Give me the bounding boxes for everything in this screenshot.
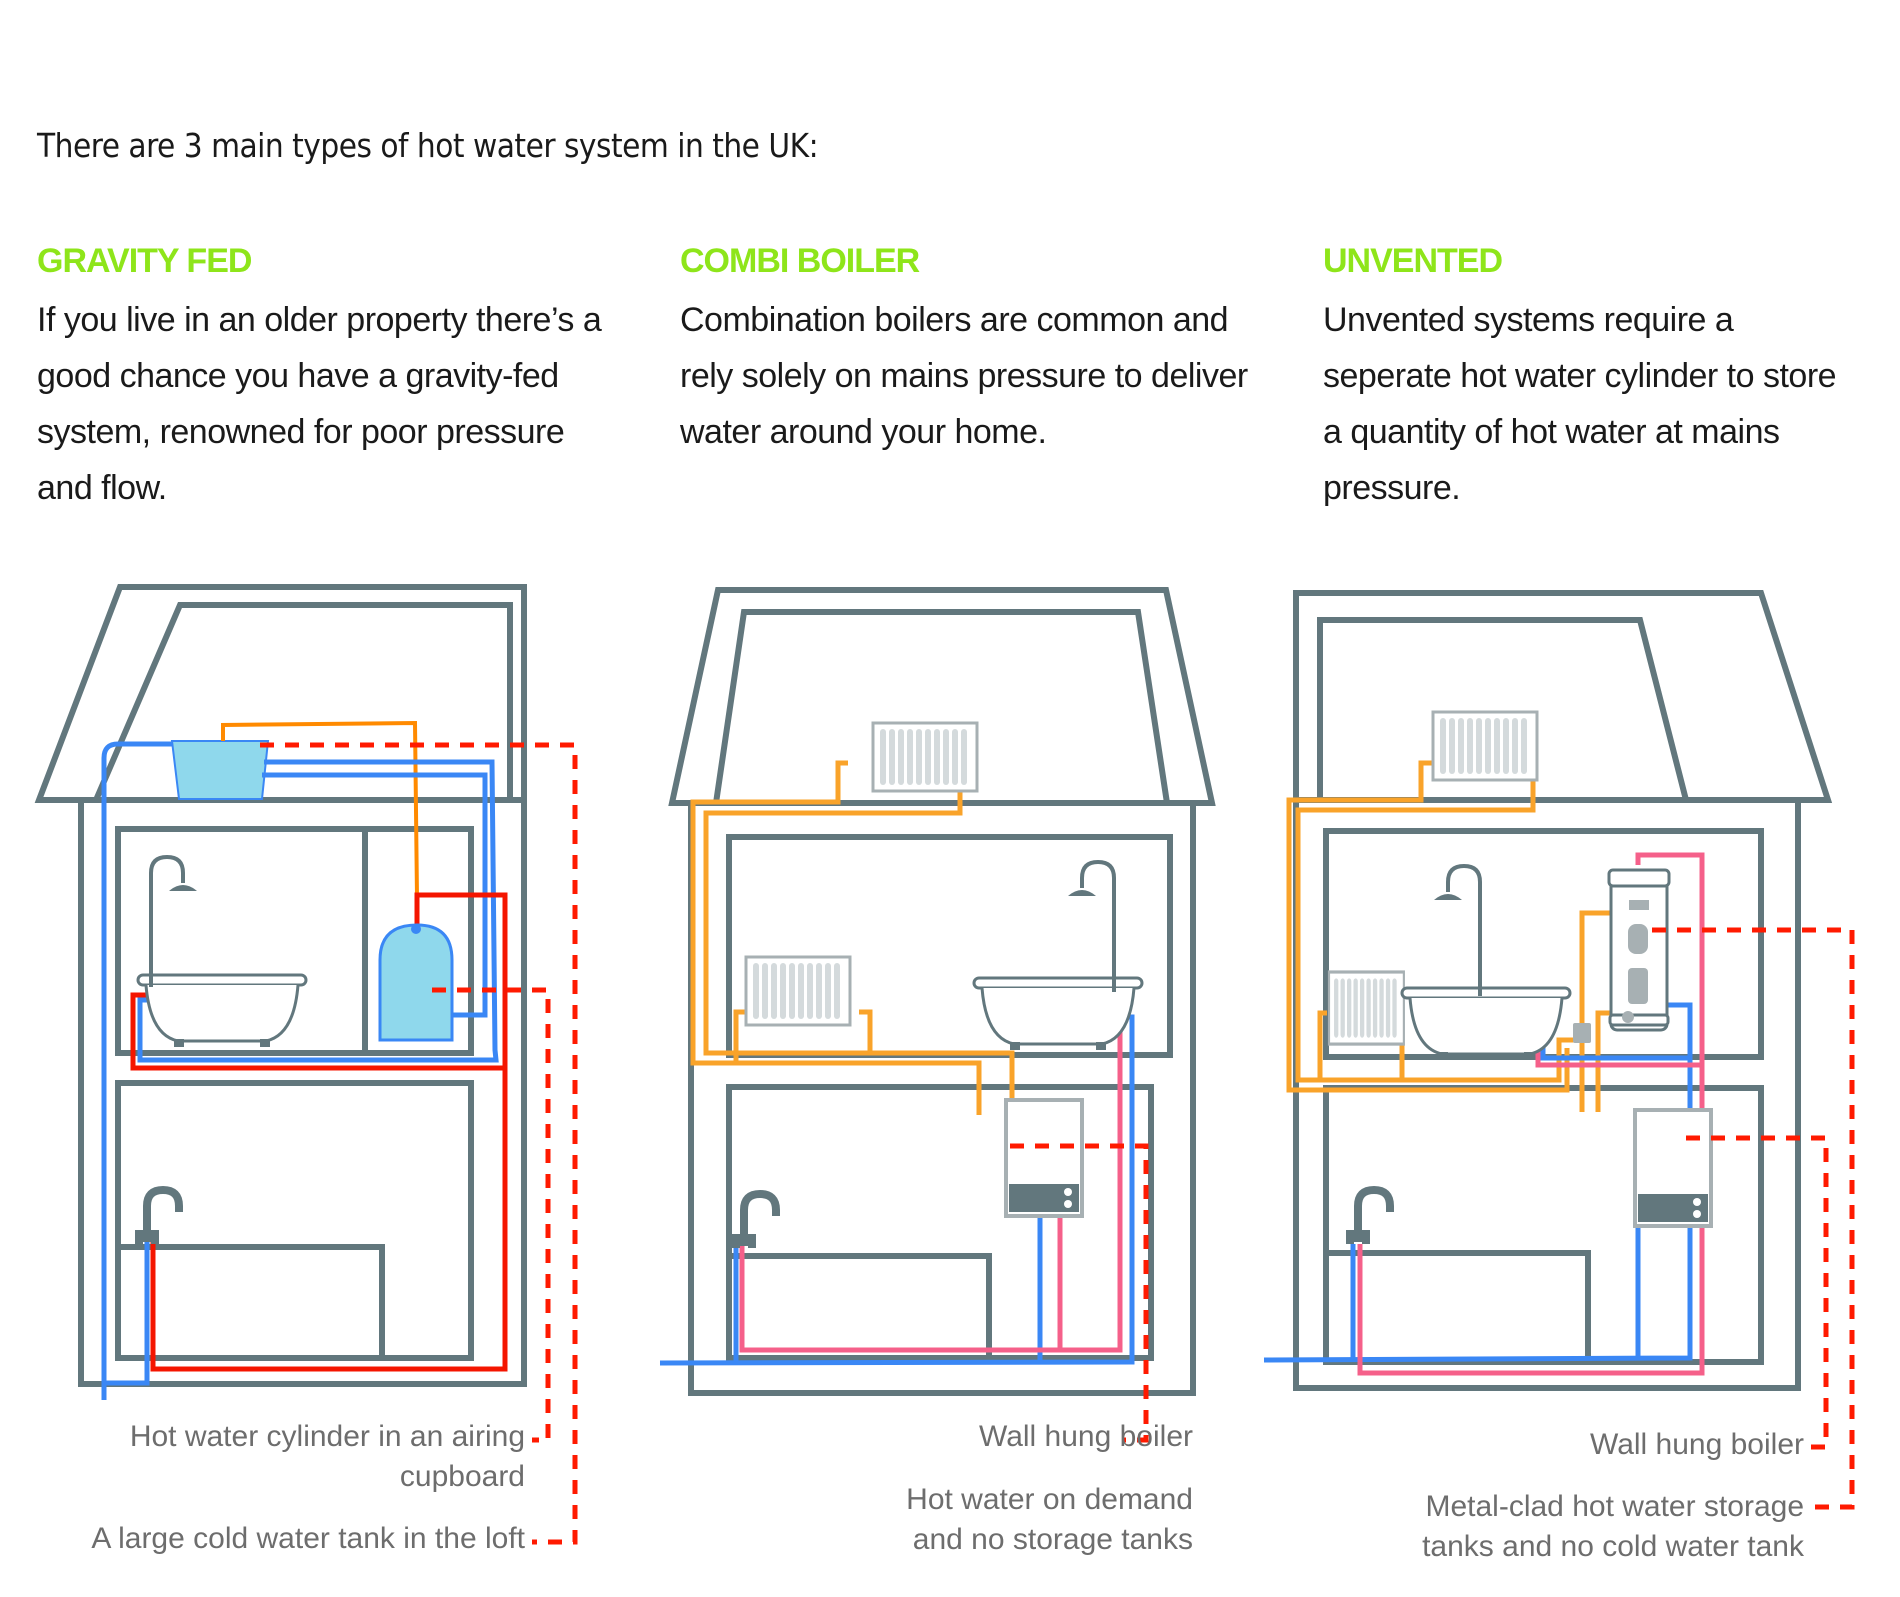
house-structure <box>34 584 527 1387</box>
feed-pipe <box>221 720 420 986</box>
callout-lines <box>260 742 578 1545</box>
callout-lines <box>1652 927 1855 1510</box>
combi-boiler-description: Combination boilers are common and rely … <box>680 301 1248 451</box>
unvented-column: UNVENTED Unvented systems require a sepe… <box>1323 240 1900 516</box>
combi-boiler-title: COMBI BOILER <box>680 242 920 280</box>
heating-pipes <box>690 760 1015 1115</box>
combi-boiler-house <box>659 587 1216 1443</box>
valve-icon <box>1573 1023 1591 1043</box>
tap-icon <box>1346 1190 1390 1244</box>
wall-hung-boiler-icon <box>1004 1098 1084 1218</box>
intro-text: There are 3 main types of hot water syst… <box>37 126 819 165</box>
shower-icon <box>1432 864 1482 998</box>
callout-line <box>1010 1143 1149 1443</box>
house-structure <box>668 587 1216 1396</box>
radiator-icon <box>1431 710 1539 782</box>
unvented-description: Unvented systems require a seperate hot … <box>1323 301 1837 507</box>
tap-icon <box>732 1194 776 1248</box>
hot-water-cylinder-icon <box>378 923 454 1042</box>
gravity-callout-cylinder: Hot water cylinder in an airing cupboard <box>129 1420 525 1493</box>
unvented-house <box>1263 590 1855 1510</box>
bathtub-icon <box>136 973 308 1049</box>
shower-icon <box>149 855 199 989</box>
cold-water-pipes <box>101 741 499 1400</box>
combi-callout-boiler: Wall hung boiler <box>979 1420 1193 1453</box>
unvented-cylinder-icon <box>1607 868 1671 1032</box>
bathtub-icon <box>972 976 1144 1052</box>
gravity-callout-tank: A large cold water tank in the loft <box>91 1522 525 1555</box>
shower-icon <box>1066 860 1116 994</box>
gravity-fed-house <box>34 584 578 1545</box>
unvented-callout-boiler: Wall hung boiler <box>1590 1428 1804 1461</box>
combi-callout-on-demand: Hot water on demand and no storage tanks <box>906 1483 1193 1556</box>
wall-hung-boiler-icon <box>1633 1108 1713 1228</box>
cold-water-tank-icon <box>170 740 270 800</box>
gravity-fed-column: GRAVITY FED If you live in an older prop… <box>37 240 637 516</box>
radiator-icon <box>871 721 979 793</box>
house-structure <box>1293 590 1833 1391</box>
gravity-fed-description: If you live in an older property there’s… <box>37 301 602 507</box>
radiator-icon <box>1327 970 1406 1046</box>
hot-water-pipes <box>130 892 508 1372</box>
unvented-title: UNVENTED <box>1323 242 1503 280</box>
tap-icon <box>135 1190 179 1244</box>
gravity-fed-title: GRAVITY FED <box>37 242 252 280</box>
combi-boiler-column: COMBI BOILER Combination boilers are com… <box>680 240 1280 460</box>
unvented-callout-tanks: Metal-clad hot water storage tanks and n… <box>1422 1490 1804 1563</box>
radiator-icon <box>744 955 852 1027</box>
